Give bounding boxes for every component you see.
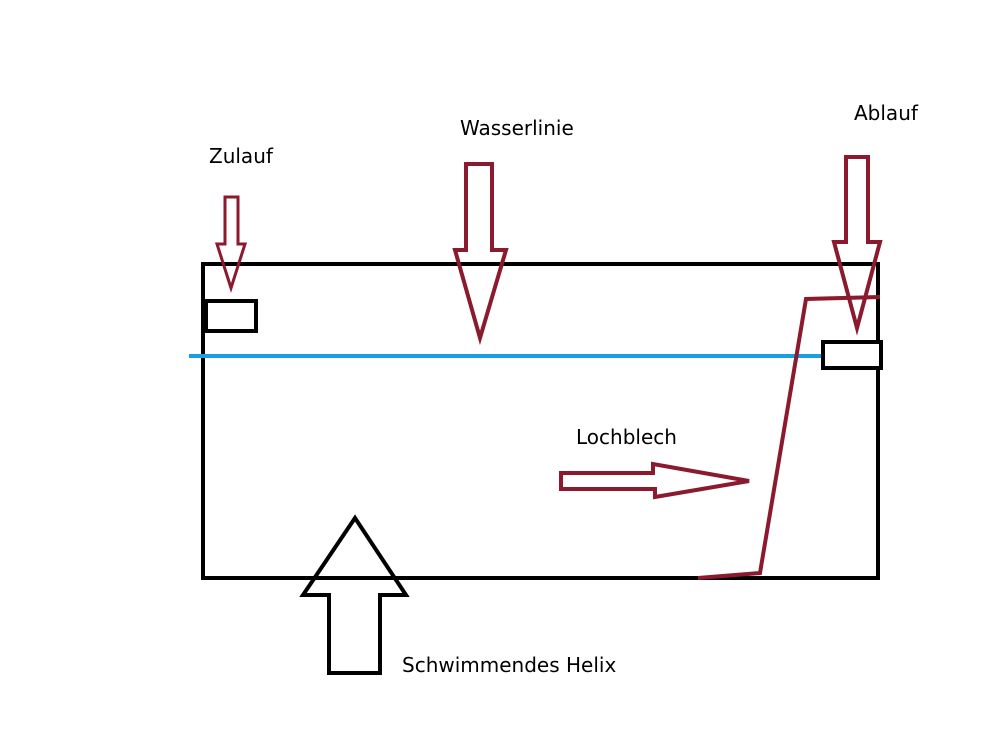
floating-helix-arrow [299,514,410,675]
inlet-arrow [214,195,248,293]
inlet-label: Zulauf [209,144,274,168]
perforated-sheet-label: Lochblech [576,425,677,449]
tank-outline [201,262,880,580]
waterline-arrow [452,162,509,346]
waterline-label: Wasserlinie [460,116,574,140]
inlet-box [204,299,258,333]
perforated-sheet-arrow [559,461,750,500]
outlet-box [821,340,883,370]
outlet-arrow [831,155,883,336]
outlet-label: Ablauf [854,101,919,125]
floating-helix-label: Schwimmendes Helix [402,653,616,677]
perforated-sheet-line [697,295,881,580]
